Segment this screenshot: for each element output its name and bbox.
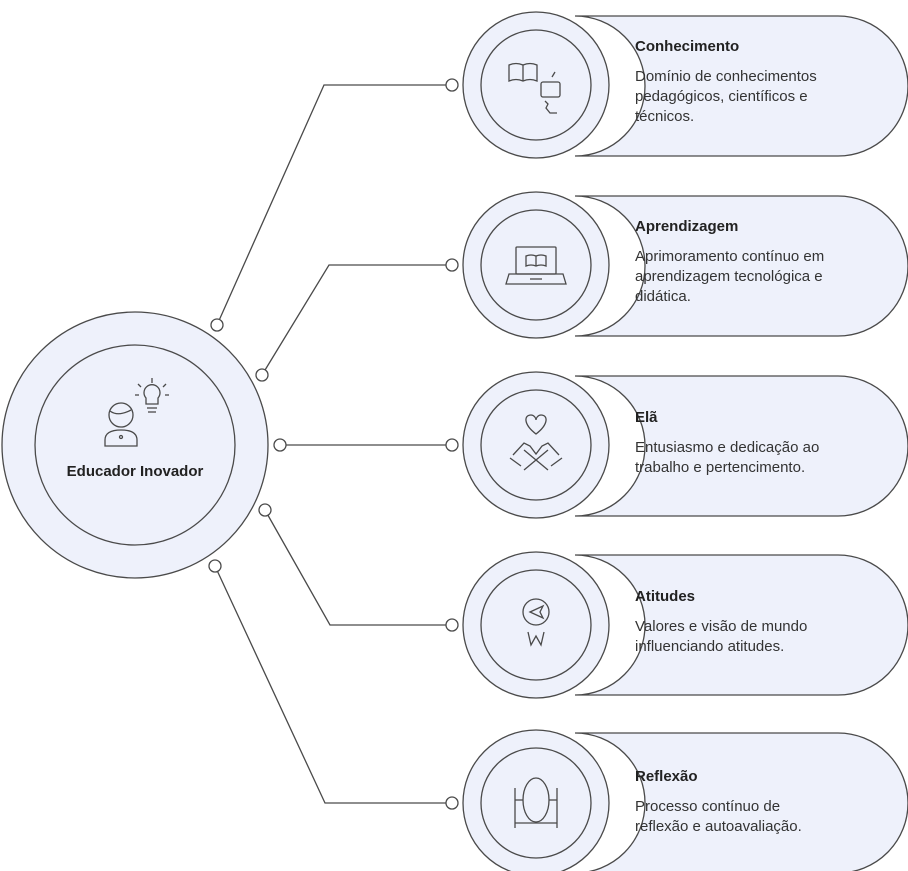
dot <box>445 438 459 452</box>
pill-atitudes <box>574 554 908 696</box>
book-thinking-icon <box>508 62 561 114</box>
connector-dots <box>208 78 459 810</box>
card-aprendizagem: Aprendizagem Aprimoramento contínuo em a… <box>635 217 895 307</box>
connector-reflexao <box>214 565 452 804</box>
hands-heart-icon <box>509 414 563 471</box>
person-lightbulb-icon <box>104 378 169 447</box>
card-title: Elã <box>635 409 658 426</box>
dot <box>445 618 459 632</box>
card-title: Atitudes <box>635 588 695 605</box>
dot <box>255 368 269 382</box>
pill-conhecimento <box>574 15 908 157</box>
card-conhecimento: Conhecimento Domínio de conhecimentos pe… <box>635 37 895 127</box>
card-title: Conhecimento <box>635 38 740 55</box>
center-label: Educador Inovador <box>66 463 204 480</box>
card-atitudes: Atitudes Valores e visão de mundo influe… <box>635 587 895 657</box>
connector-conhecimento <box>216 84 452 326</box>
center-circle-inner <box>34 344 236 546</box>
card-description: Processo contínuo de reflexão e autoaval… <box>635 798 802 835</box>
card-ela: Elã Entusiasmo e dedicação ao trabalho e… <box>635 408 895 478</box>
item-circles <box>462 11 610 871</box>
dot <box>445 258 459 272</box>
pill-aprendizagem <box>574 195 908 337</box>
dot <box>445 796 459 810</box>
laptop-book-icon <box>505 246 567 285</box>
mirror-icon <box>514 777 558 828</box>
center-circle <box>1 311 269 579</box>
dot <box>445 78 459 92</box>
card-title: Aprendizagem <box>635 218 739 235</box>
connector-aprendizagem <box>261 264 452 376</box>
dot <box>208 559 222 573</box>
dot <box>273 438 287 452</box>
connectors <box>214 84 452 804</box>
pills <box>574 15 908 871</box>
card-description: Domínio de conhecimentos pedagógicos, ci… <box>635 68 817 125</box>
pill-reflexao <box>574 732 908 871</box>
item-circle-inner <box>480 29 592 141</box>
card-reflexao: Reflexão Processo contínuo de reflexão e… <box>635 767 895 837</box>
pill-ela <box>574 375 908 517</box>
item-circle-inner <box>480 389 592 501</box>
card-description: Aprimoramento contínuo em aprendizagem t… <box>635 248 825 305</box>
item-circle-inner <box>480 747 592 859</box>
card-description: Entusiasmo e dedicação ao trabalho e per… <box>635 439 820 476</box>
card-description: Valores e visão de mundo influenciando a… <box>635 618 808 655</box>
compass-icon <box>522 598 550 647</box>
card-title: Reflexão <box>635 768 698 785</box>
dot <box>258 503 272 517</box>
connector-atitudes <box>264 509 452 626</box>
dot <box>210 318 224 332</box>
